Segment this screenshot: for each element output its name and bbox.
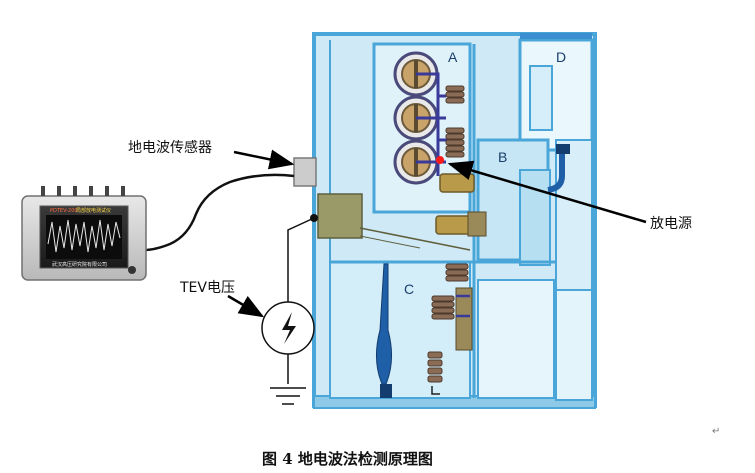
discharge-point <box>436 156 444 164</box>
lower-insulators <box>431 263 469 320</box>
b-inner <box>519 169 551 266</box>
tev-sensor <box>293 157 317 187</box>
instrument-maker: 武汉高压研究院有限公司 <box>52 261 107 268</box>
tev-label: TEV电压 <box>179 280 235 296</box>
lightning-icon <box>282 312 296 344</box>
d-inner-box <box>529 65 553 131</box>
section-a-label: A <box>448 49 458 65</box>
compartment-d-top <box>520 33 592 39</box>
instrument-model: PDTEV-200 <box>50 208 78 214</box>
return-mark: ↵ <box>712 426 720 437</box>
section-c-label: C <box>404 281 414 297</box>
sensor-arrow <box>233 149 295 170</box>
sensor-label: 地电波传感器 <box>128 139 212 156</box>
busbar-insulators <box>393 51 439 185</box>
ct-block <box>317 193 363 239</box>
ground-icon <box>270 387 306 405</box>
waveform <box>47 219 121 253</box>
surge-arrester <box>427 351 443 383</box>
source-arrow <box>447 160 647 224</box>
switchgear-cabinet: A B C D <box>312 32 597 409</box>
instrument-title: 局部放电测试仪 <box>76 207 111 214</box>
operating-rod <box>547 148 565 193</box>
tev-arrow <box>227 294 265 318</box>
compartment-c <box>329 261 471 399</box>
pd-instrument: PDTEV-200 局部放电测试仪 武汉高压研究院有限公司 <box>21 186 147 281</box>
instrument-knob <box>128 266 136 274</box>
arrester-ground <box>431 386 440 395</box>
lower-ct <box>455 287 473 351</box>
insulator-stacks <box>445 85 465 158</box>
section-b-label: B <box>498 149 507 165</box>
breaker-contacts <box>435 173 487 237</box>
source-label: 放电源 <box>650 216 692 232</box>
section-d-label: D <box>556 49 566 65</box>
cable-termination <box>376 263 392 398</box>
c-right-panel <box>477 279 555 399</box>
tev-wire <box>287 217 315 302</box>
figure-caption: 图 4 地电波法检测原理图 <box>262 450 433 468</box>
right-lower <box>555 289 593 401</box>
sensor-cable <box>143 173 295 252</box>
